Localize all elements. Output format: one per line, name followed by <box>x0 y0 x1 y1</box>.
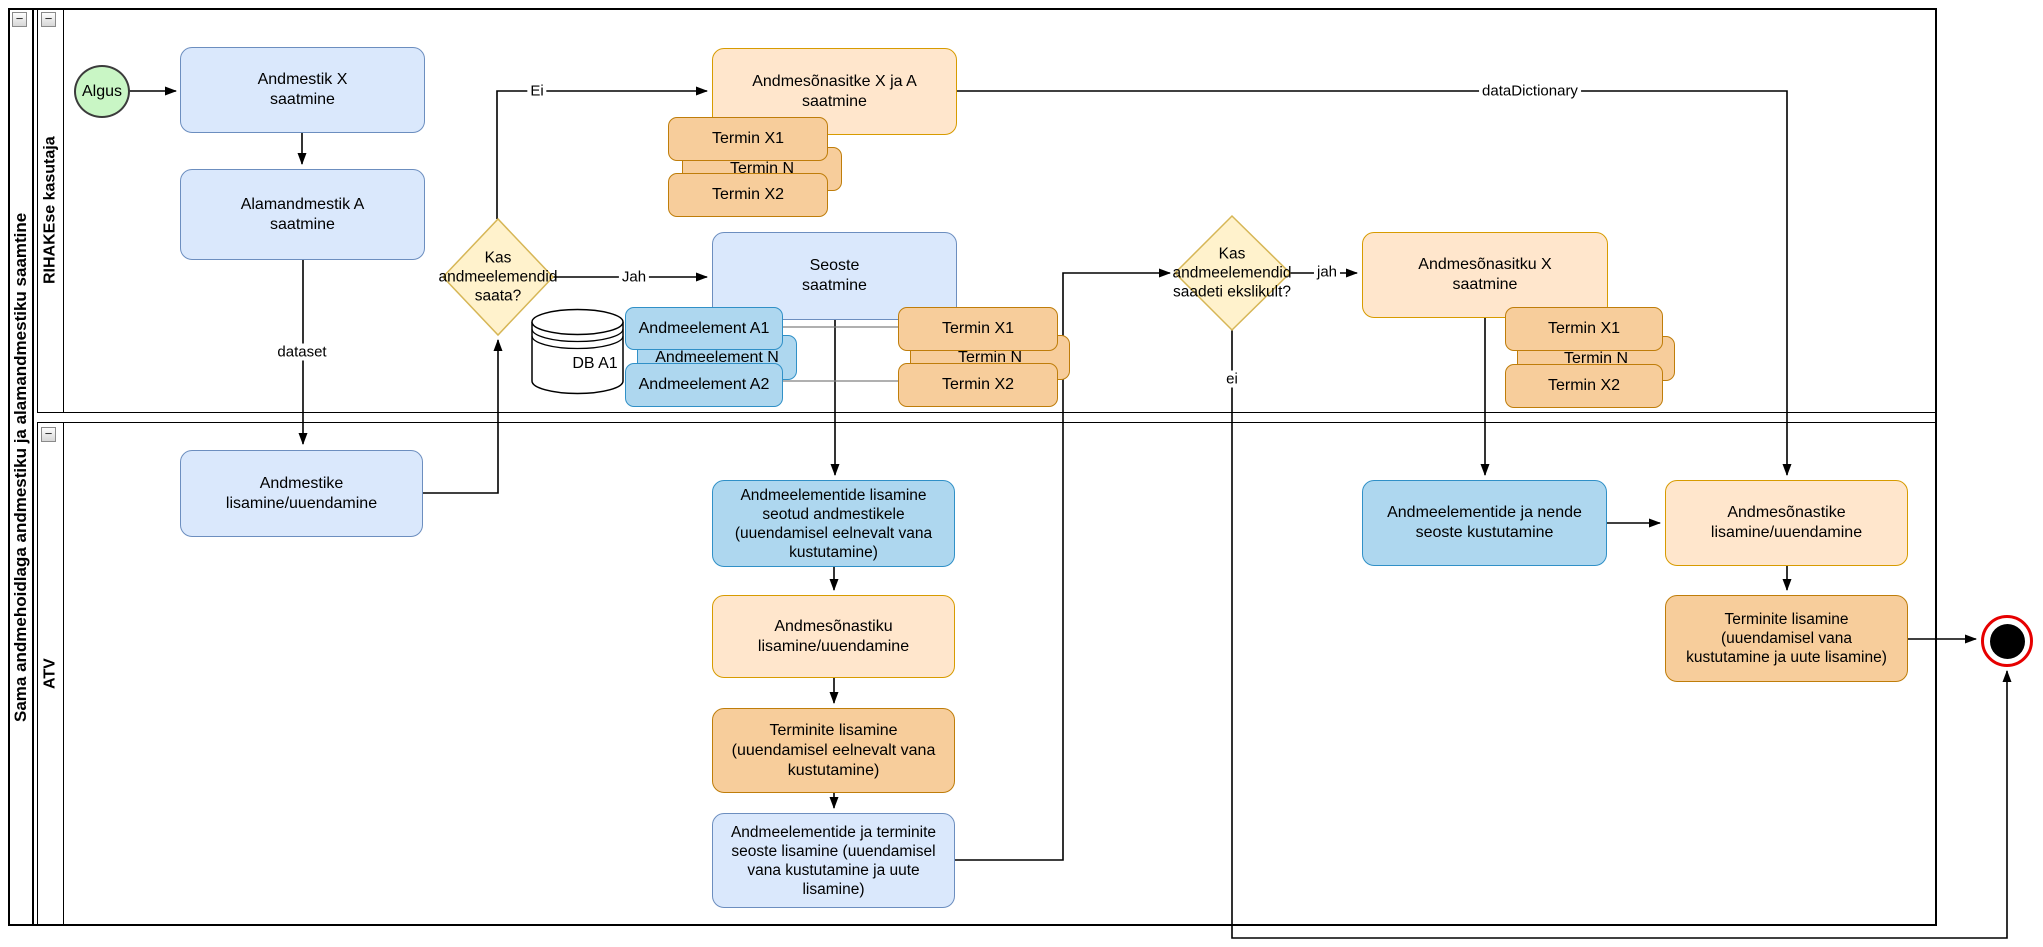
edge-label-jah-upper: Jah <box>618 268 650 286</box>
task-terminite-lisamine[interactable]: Terminite lisamine (uuendamisel eelneval… <box>712 708 955 793</box>
decision-andmeelemendid-saata-label: Kas andmeelemendid saata? <box>438 249 558 305</box>
decision-saadeti-ekslikult-label: Kas andmeelemendid saadeti ekslikult? <box>1172 245 1292 301</box>
lane-rihakese-collapse-icon[interactable]: − <box>41 12 56 27</box>
lane-atv-collapse-icon[interactable]: − <box>41 427 56 442</box>
object-termin-x2-seoste[interactable]: Termin X2 <box>898 363 1058 407</box>
object-andmeelement-a1[interactable]: Andmeelement A1 <box>625 307 783 350</box>
decision-andmeelemendid-saata-shape[interactable] <box>441 217 555 337</box>
lane-title-atv[interactable]: ATV <box>37 422 64 926</box>
task-seoste-saatmine[interactable]: Seoste saatmine <box>712 232 957 320</box>
edge-label-dataset: dataset <box>274 343 330 361</box>
object-termin-x1-top[interactable]: Termin X1 <box>668 117 828 161</box>
start-node[interactable]: Algus <box>74 65 130 118</box>
edge-label-jah-lower: jah <box>1313 263 1341 281</box>
edge-decision2-ei <box>1231 330 2012 939</box>
edge-lisamine-to-decision1 <box>423 339 503 494</box>
task-terminite-lisamine-uute[interactable]: Terminite lisamine (uuendamisel vana kus… <box>1665 595 1908 682</box>
task-andmesonasitku-x-saatmine[interactable]: Andmesõnasitku X saatmine <box>1362 232 1608 318</box>
db-cylinder-label: DB A1 <box>572 355 618 372</box>
task-andmestike-lisamine[interactable]: Andmestike lisamine/uuendamine <box>180 450 423 537</box>
task-andmestik-x-saatmine[interactable]: Andmestik X saatmine <box>180 47 425 133</box>
pool-collapse-icon[interactable]: − <box>12 12 27 27</box>
start-node-label: Algus <box>81 82 123 100</box>
object-termin-x1-right[interactable]: Termin X1 <box>1505 307 1663 351</box>
object-termin-x1-seoste[interactable]: Termin X1 <box>898 307 1058 351</box>
task-elementide-terminite-seoste-lisamine[interactable]: Andmeelementide ja terminite seoste lisa… <box>712 813 955 908</box>
object-termin-x2-right[interactable]: Termin X2 <box>1505 364 1663 408</box>
task-alamandmestik-a-saatmine[interactable]: Alamandmestik A saatmine <box>180 169 425 260</box>
edge-decision1-ei <box>496 86 708 219</box>
edge-mid4-to-decision2 <box>955 268 1171 861</box>
db-cylinder-icon[interactable] <box>531 308 624 395</box>
object-termin-x2-top[interactable]: Termin X2 <box>668 173 828 217</box>
lane-rihakese <box>37 8 1937 413</box>
edge-label-datadictionary: dataDictionary <box>1479 82 1581 100</box>
task-andmeelementide-lisamine[interactable]: Andmeelementide lisamine seotud andmesti… <box>712 480 955 567</box>
end-node[interactable] <box>1981 615 2033 667</box>
end-node-core <box>1989 623 2025 659</box>
task-andmesonastiku-lisamine[interactable]: Andmesõnastiku lisamine/uuendamine <box>712 595 955 678</box>
edge-label-ei-lower: ei <box>1223 370 1241 388</box>
decision-saadeti-ekslikult-shape[interactable] <box>1173 214 1292 332</box>
lane-title-rihakese[interactable]: RIHAKEse kasutaja <box>37 8 64 413</box>
edge-datadictionary <box>957 90 1792 476</box>
task-andmesonastike-lisamine[interactable]: Andmesõnastike lisamine/uuendamine <box>1665 480 1908 566</box>
edge-label-ei-upper: Ei <box>527 82 547 100</box>
pool-title: Sama andmehoidlaga andmestiku ja alamand… <box>8 8 34 926</box>
object-andmeelement-a2[interactable]: Andmeelement A2 <box>625 363 783 407</box>
lane-atv <box>37 422 1937 926</box>
task-andmeelementide-kustutamine[interactable]: Andmeelementide ja nende seoste kustutam… <box>1362 480 1607 566</box>
